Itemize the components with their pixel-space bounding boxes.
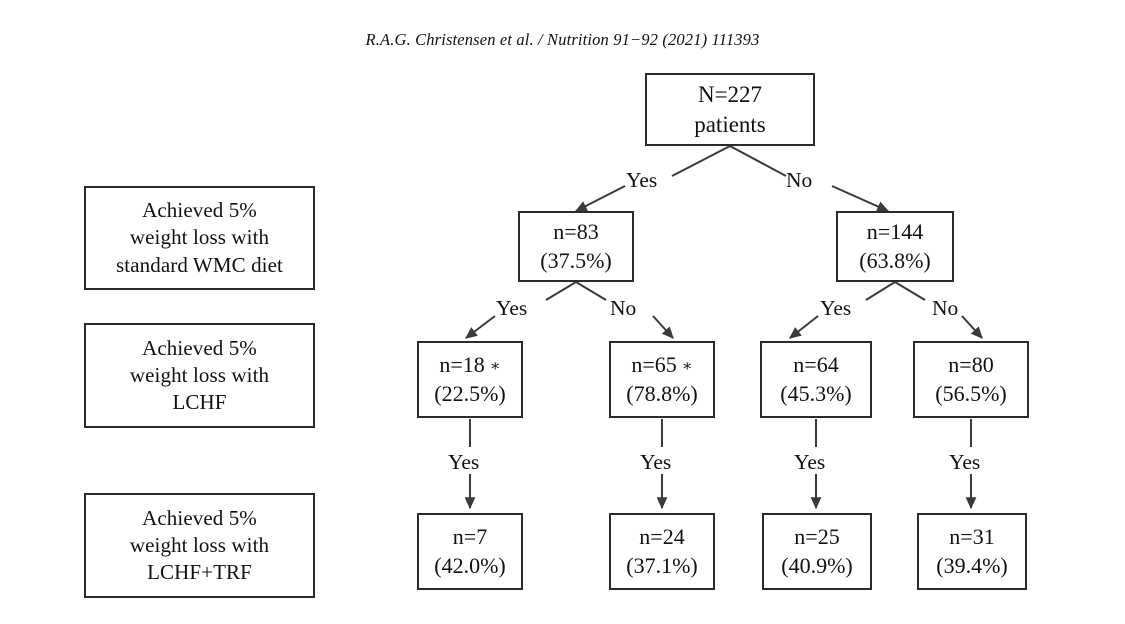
node-count-row: n=18∗ xyxy=(439,351,500,379)
branch-label-trf-c-yes: Yes xyxy=(794,450,826,474)
journal-running-head: R.A.G. Christensen et al. / Nutrition 91… xyxy=(365,30,760,49)
node-count: n=18 xyxy=(439,352,485,378)
node-count: n=24 xyxy=(639,524,685,550)
tree-node-lchf-c: n=64 (45.3%) xyxy=(760,341,872,418)
branch-label-lchf-a-yes: Yes xyxy=(496,296,528,320)
significance-asterisk: ∗ xyxy=(681,358,693,376)
legend-box-lchf: Achieved 5% weight loss with LCHF xyxy=(84,323,315,428)
legend-box-wmc-diet: Achieved 5% weight loss with standard WM… xyxy=(84,186,315,290)
branch-label-trf-d-yes: Yes xyxy=(949,450,981,474)
node-count: n=7 xyxy=(452,524,488,550)
node-percent: (37.1%) xyxy=(626,552,698,578)
branch-label-lchf-b-no: No xyxy=(610,296,637,320)
legend-line: weight loss with xyxy=(129,362,270,387)
node-percent: (78.8%) xyxy=(626,380,698,406)
root-count: N=227 xyxy=(697,82,763,108)
node-count: n=25 xyxy=(794,524,840,550)
tree-node-lchf-d: n=80 (56.5%) xyxy=(913,341,1029,418)
node-percent: (39.4%) xyxy=(936,552,1008,578)
node-count: n=144 xyxy=(866,219,924,245)
branch-label-root-yes: Yes xyxy=(626,168,658,192)
branch-label-trf-b-yes: Yes xyxy=(640,450,672,474)
tree-node-lchf-b: n=65∗ (78.8%) xyxy=(609,341,715,418)
node-percent: (45.3%) xyxy=(780,380,852,406)
node-percent: (40.9%) xyxy=(781,552,853,578)
tree-node-lchf-a: n=18∗ (22.5%) xyxy=(417,341,523,418)
tree-node-wmc-no: n=144 (63.8%) xyxy=(836,211,954,282)
legend-line: LCHF xyxy=(172,390,227,415)
root-label: patients xyxy=(694,111,766,137)
tree-node-trf-d: n=31 (39.4%) xyxy=(917,513,1027,590)
legend-line: Achieved 5% xyxy=(142,335,257,360)
tree-node-root: N=227 patients xyxy=(645,73,815,146)
node-percent: (63.8%) xyxy=(859,247,931,273)
legend-line: weight loss with xyxy=(129,532,270,557)
node-percent: (22.5%) xyxy=(434,380,506,406)
legend-box-lchf-trf: Achieved 5% weight loss with LCHF+TRF xyxy=(84,493,315,598)
tree-node-wmc-yes: n=83 (37.5%) xyxy=(518,211,634,282)
tree-node-trf-b: n=24 (37.1%) xyxy=(609,513,715,590)
tree-node-trf-c: n=25 (40.9%) xyxy=(762,513,872,590)
legend-line: weight loss with xyxy=(129,225,270,250)
branch-label-lchf-d-no: No xyxy=(932,296,959,320)
branch-label-lchf-c-yes: Yes xyxy=(820,296,852,320)
legend-line: LCHF+TRF xyxy=(147,560,252,585)
node-count: n=64 xyxy=(793,352,839,378)
legend-line: Achieved 5% xyxy=(142,198,257,223)
node-count: n=83 xyxy=(553,219,599,245)
node-percent: (56.5%) xyxy=(935,380,1007,406)
branch-label-trf-a-yes: Yes xyxy=(448,450,480,474)
node-percent: (37.5%) xyxy=(540,247,612,273)
branch-label-root-no: No xyxy=(786,168,813,192)
tree-node-trf-a: n=7 (42.0%) xyxy=(417,513,523,590)
significance-asterisk: ∗ xyxy=(489,358,501,376)
node-count-row: n=65∗ xyxy=(631,351,692,379)
node-count: n=80 xyxy=(948,352,994,378)
node-count: n=31 xyxy=(949,524,995,550)
node-count: n=65 xyxy=(631,352,677,378)
legend-line: Achieved 5% xyxy=(142,505,257,530)
legend-line: standard WMC diet xyxy=(116,252,283,277)
node-percent: (42.0%) xyxy=(434,552,506,578)
